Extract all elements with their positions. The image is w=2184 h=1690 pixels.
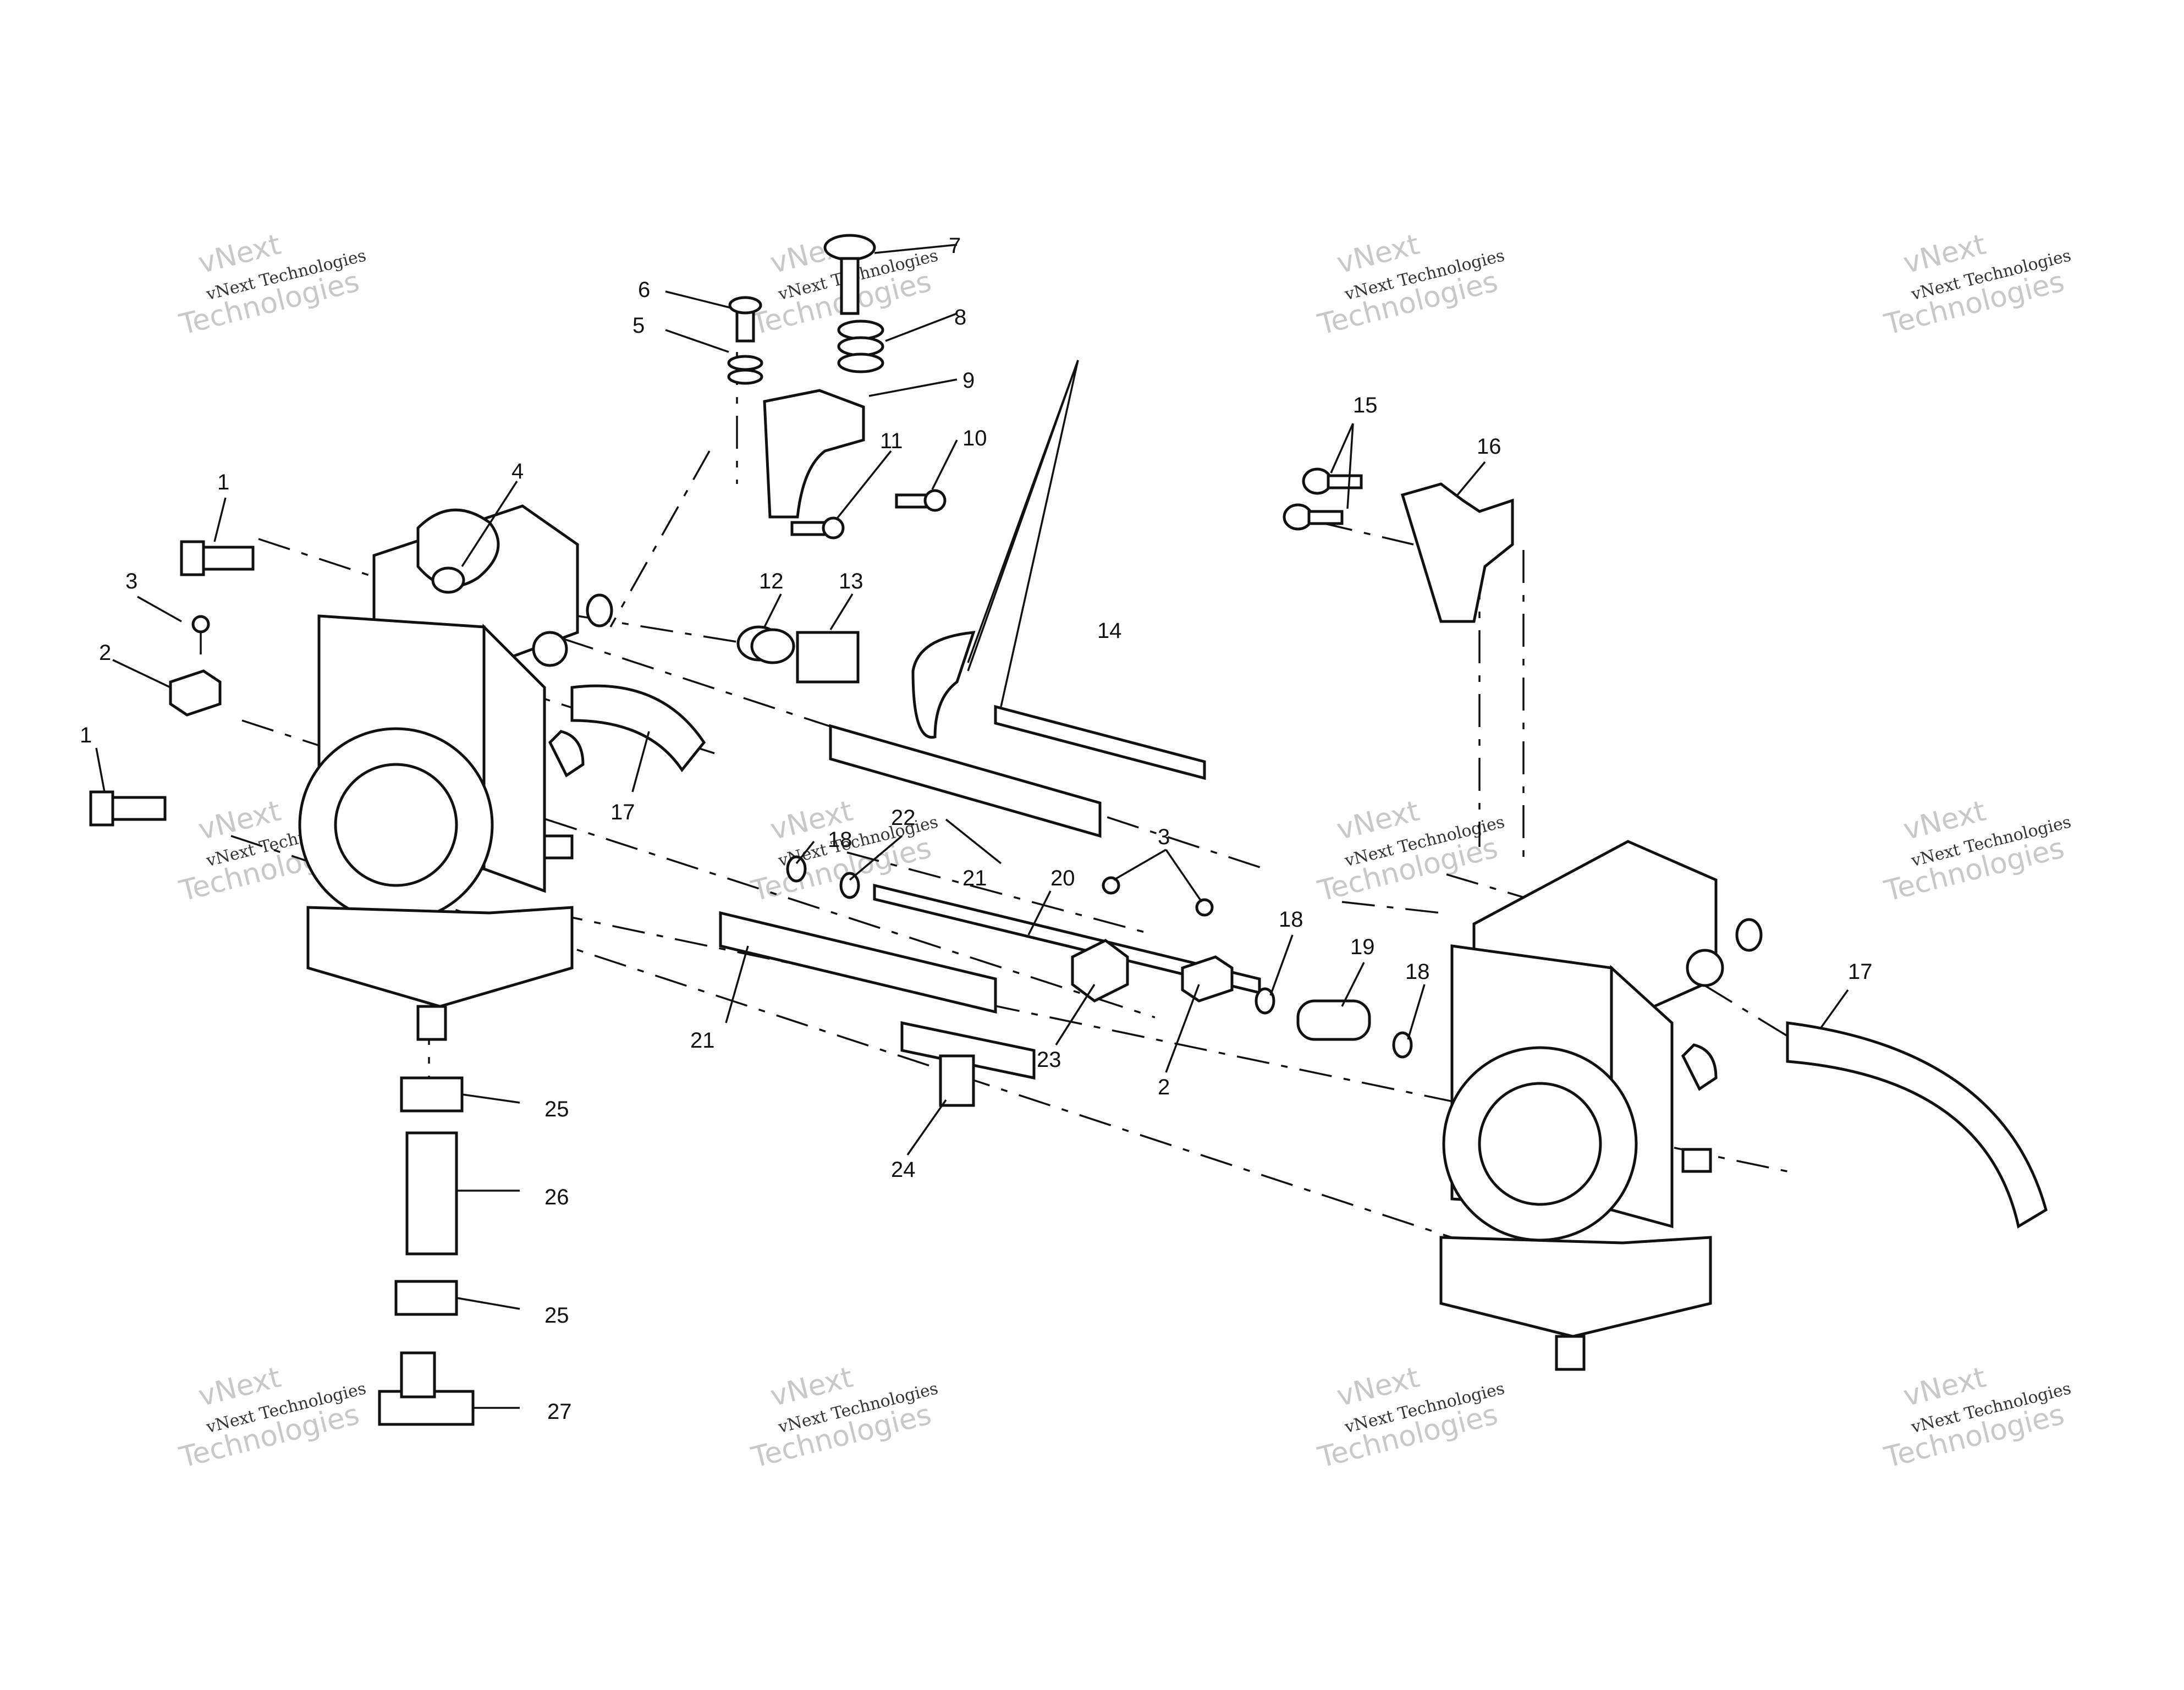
callout-4: 4 xyxy=(511,459,524,483)
callout-18-left: 18 xyxy=(828,828,852,852)
callout-9: 9 xyxy=(962,368,975,393)
callout-25-top: 25 xyxy=(544,1097,569,1121)
watermark: vNext vNext Technologies Technologies xyxy=(1314,1361,1507,1475)
watermark: vNext vNext Technologies Technologies xyxy=(1881,1361,2073,1475)
callout-16: 16 xyxy=(1477,434,1501,459)
callout-20: 20 xyxy=(1050,866,1075,890)
callout-17-left: 17 xyxy=(610,800,635,824)
screw-drawing xyxy=(180,540,255,576)
callout-17-right: 17 xyxy=(1848,960,1873,984)
callout-12: 12 xyxy=(759,569,784,593)
callout-labels: 1 1 2 2 3 3 4 5 6 7 8 9 10 11 12 13 14 1… xyxy=(80,234,1873,1424)
callout-3-left: 3 xyxy=(125,569,137,593)
leader-lines xyxy=(95,244,1849,1409)
callout-24: 24 xyxy=(891,1158,916,1182)
callout-21-bottom: 21 xyxy=(690,1028,715,1053)
callout-18-right: 18 xyxy=(1405,960,1430,984)
watermark: vNext vNext Technologies Technologies xyxy=(176,1361,368,1475)
callout-1-bottom: 1 xyxy=(80,723,92,747)
left-carburetor-drawing xyxy=(298,504,613,1041)
callout-6: 6 xyxy=(638,278,650,302)
callout-7: 7 xyxy=(949,234,961,258)
right-carburetor-drawing xyxy=(1439,840,1763,1371)
callout-21-top: 21 xyxy=(962,866,987,890)
watermark: vNext vNext Technologies Technologies xyxy=(1881,228,2073,342)
callout-2-left: 2 xyxy=(99,641,111,665)
watermark: vNext vNext Technologies Technologies xyxy=(748,1361,940,1475)
watermark: vNext vNext Technologies Technologies xyxy=(1881,795,2073,909)
callout-26: 26 xyxy=(544,1185,569,1209)
callout-3-center: 3 xyxy=(1158,825,1170,849)
callout-15: 15 xyxy=(1353,393,1378,417)
callout-11: 11 xyxy=(880,429,903,453)
screw-drawing xyxy=(89,790,167,827)
callout-23: 23 xyxy=(1037,1048,1061,1072)
callout-22: 22 xyxy=(891,806,916,830)
callout-27: 27 xyxy=(547,1400,572,1424)
callout-10: 10 xyxy=(962,426,987,450)
callout-18-center: 18 xyxy=(1279,907,1303,932)
callout-19: 19 xyxy=(1350,935,1375,959)
callout-1-top: 1 xyxy=(217,470,229,494)
small-parts xyxy=(89,234,2048,1426)
callout-2-center: 2 xyxy=(1158,1075,1170,1099)
callout-14: 14 xyxy=(1097,619,1122,643)
callout-13: 13 xyxy=(839,569,863,593)
watermark: vNext vNext Technologies Technologies xyxy=(1314,228,1507,342)
callout-5: 5 xyxy=(632,313,645,338)
callout-8: 8 xyxy=(954,305,966,329)
watermark: vNext vNext Technologies Technologies xyxy=(1314,795,1507,909)
callout-25-bottom: 25 xyxy=(544,1303,569,1328)
watermark: vNext vNext Technologies Technologies xyxy=(176,228,368,342)
